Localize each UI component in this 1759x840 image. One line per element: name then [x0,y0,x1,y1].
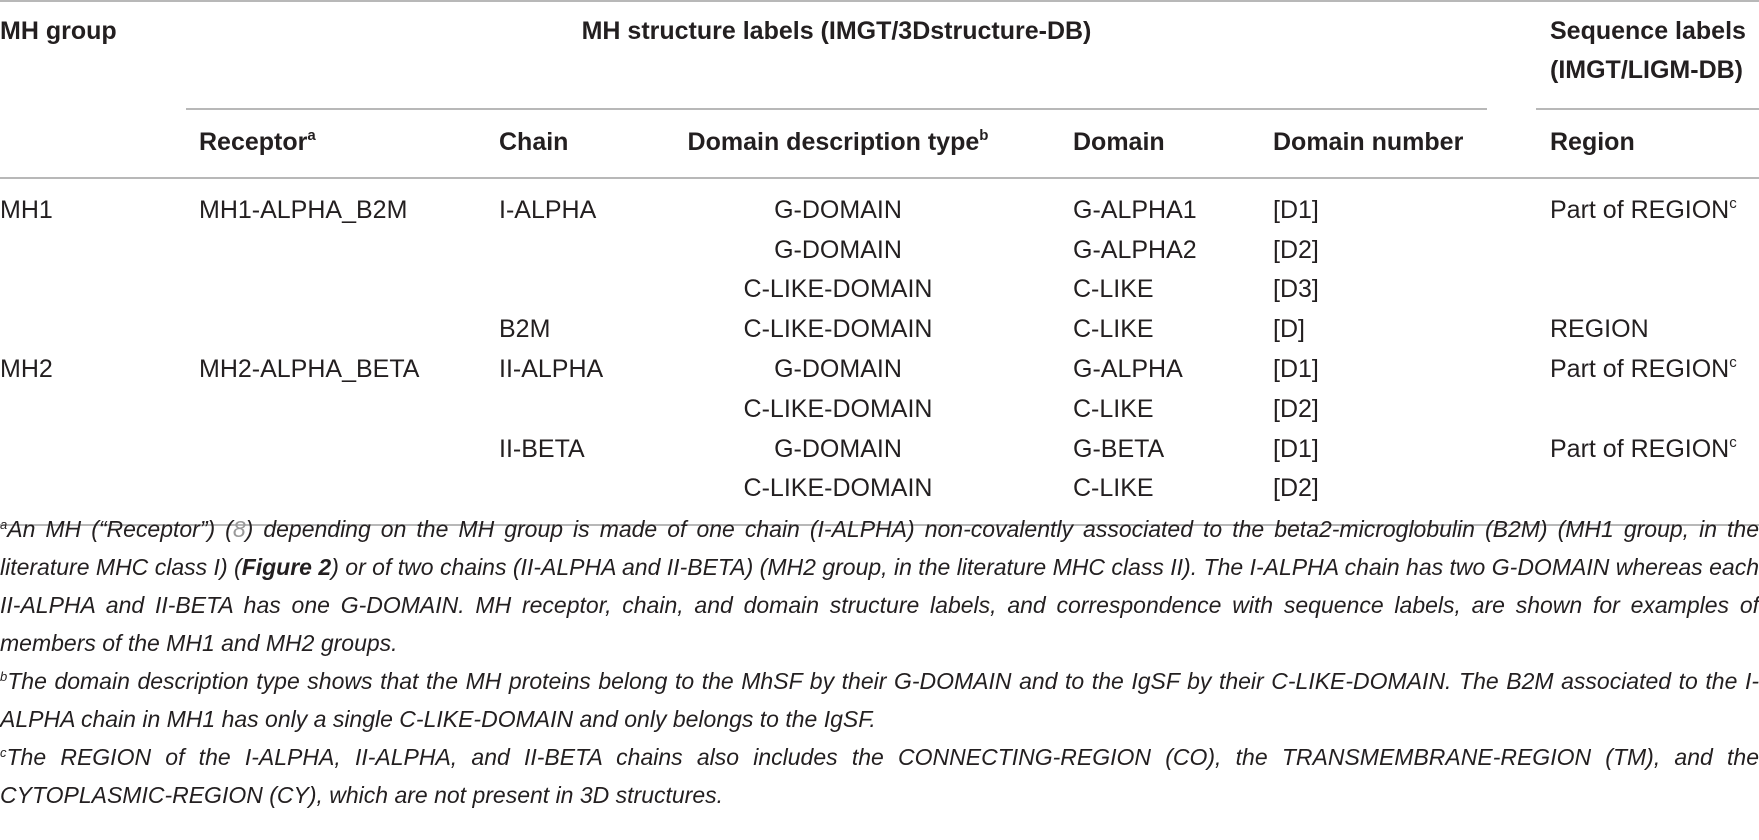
cell-domain-number: [D] [1273,315,1305,343]
header-mh-group: MH group [0,17,117,45]
cell-chain: II-ALPHA [499,355,604,383]
footnote-b: bThe domain description type shows that … [0,668,1759,732]
cell-domain-number: [D2] [1273,236,1319,264]
header-chain: Chain [499,128,569,156]
cell-domain-description: G-DOMAIN [774,236,902,264]
cell-mh-group: MH2 [0,355,53,383]
cell-domain-description: G-DOMAIN [774,196,902,224]
cell-domain: G-ALPHA [1073,355,1183,383]
reference-link[interactable]: 8 [232,516,246,542]
cell-chain: II-BETA [499,435,585,463]
cell-region: REGION [1550,315,1649,343]
footnote-a: aAn MH (“Receptor”) (8) depending on the… [0,516,1759,656]
cell-domain: G-ALPHA2 [1073,236,1197,264]
structure-group-rule [186,108,1487,110]
cell-domain: G-ALPHA1 [1073,196,1197,224]
header-sequence-labels-line1: Sequence labels [1550,17,1746,45]
cell-domain: C-LIKE [1073,275,1154,303]
header-sequence-labels-line2: (IMGT/LIGM-DB) [1550,56,1744,84]
cell-region: Part of REGIONc [1550,434,1737,463]
cell-domain-number: [D2] [1273,395,1319,423]
cell-domain-description: C-LIKE-DOMAIN [743,315,933,343]
cell-domain: C-LIKE [1073,474,1154,502]
figure-link[interactable]: Figure 2 [241,554,332,580]
cell-domain-description: G-DOMAIN [774,355,902,383]
cell-region: Part of REGIONc [1550,195,1737,224]
header-bottom-rule [0,177,1759,179]
cell-domain: G-BETA [1073,435,1165,463]
cell-domain: C-LIKE [1073,395,1154,423]
header-structure-labels: MH structure labels (IMGT/3Dstructure-DB… [581,17,1092,45]
header-receptor: Receptora [199,127,316,156]
table-bottom-rule [0,524,1759,526]
sequence-group-rule [1536,108,1759,110]
cell-domain-description: G-DOMAIN [774,435,902,463]
cell-domain-number: [D1] [1273,355,1319,383]
cell-region: Part of REGIONc [1550,354,1737,383]
cell-domain-number: [D1] [1273,435,1319,463]
cell-domain: C-LIKE [1073,315,1154,343]
cell-mh-group: MH1 [0,196,53,224]
cell-receptor: MH1-ALPHA_B2M [199,196,408,224]
header-region: Region [1550,128,1635,156]
table-top-rule [0,0,1759,2]
cell-domain-description: C-LIKE-DOMAIN [743,275,933,303]
header-domain-number: Domain number [1273,128,1464,156]
cell-domain-number: [D2] [1273,474,1319,502]
header-domain-description-type: Domain description typeb [687,127,989,156]
cell-domain-number: [D3] [1273,275,1319,303]
cell-chain: B2M [499,315,551,343]
cell-domain-description: C-LIKE-DOMAIN [743,474,933,502]
cell-domain-description: C-LIKE-DOMAIN [743,395,933,423]
cell-receptor: MH2-ALPHA_BETA [199,355,420,383]
header-domain: Domain [1073,128,1165,156]
cell-chain: I-ALPHA [499,196,597,224]
footnote-c: cThe REGION of the I-ALPHA, II-ALPHA, an… [0,744,1759,808]
cell-domain-number: [D1] [1273,196,1319,224]
table-footnotes: aAn MH (“Receptor”) (8) depending on the… [0,510,1759,814]
